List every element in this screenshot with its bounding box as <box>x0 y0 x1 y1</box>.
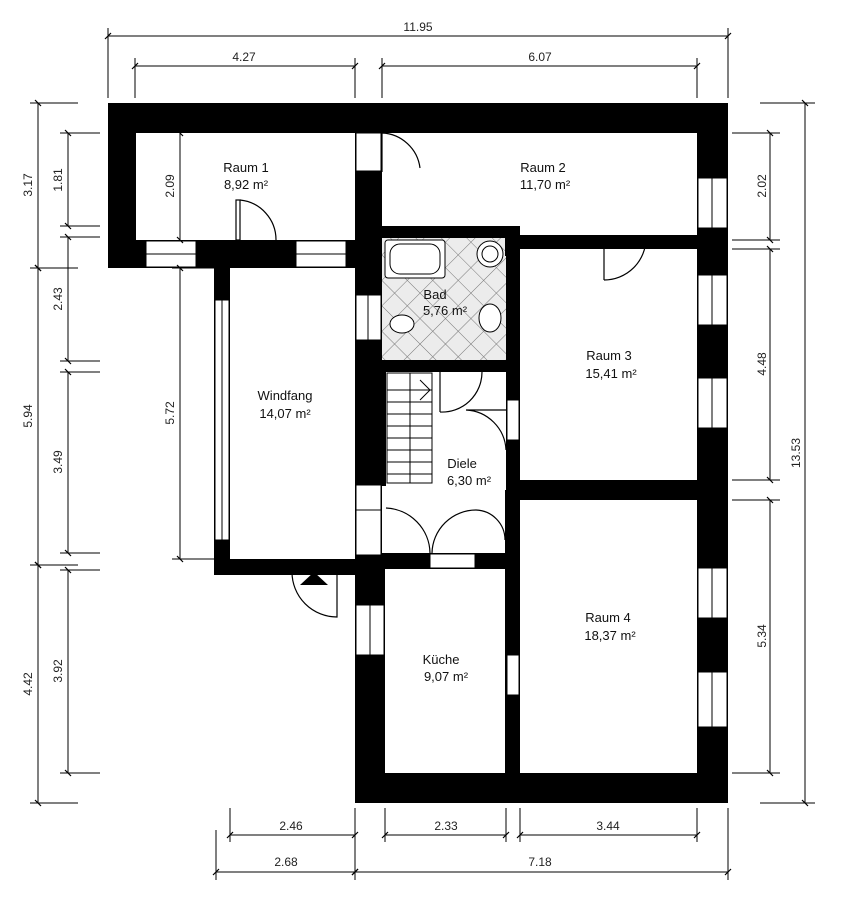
dim-left-outer-bottom: 4.42 <box>21 672 35 696</box>
dim-right-b: 4.48 <box>755 352 769 376</box>
bathroom-fixtures <box>384 239 504 334</box>
dim-left-inner-b: 2.43 <box>51 287 65 311</box>
dimension-lines <box>30 28 815 880</box>
room-labels: Raum 1 8,92 m² Raum 2 11,70 m² Bad 5,76 … <box>223 160 637 684</box>
dim-left-inner-a: 1.81 <box>51 168 65 192</box>
dim-right-a: 2.02 <box>755 174 769 198</box>
room-raum3-area: 15,41 m² <box>585 366 637 381</box>
room-bad-name: Bad <box>423 287 446 302</box>
room-raum4-name: Raum 4 <box>585 610 631 625</box>
dim-bottom-outer-left: 2.68 <box>274 855 298 869</box>
dim-right-c: 5.34 <box>755 624 769 648</box>
dim-left-inner-c: 3.49 <box>51 450 65 474</box>
dim-right-total: 13.53 <box>789 438 803 468</box>
windows <box>145 132 728 728</box>
room-raum2-area: 11,70 m² <box>520 177 571 192</box>
dimension-labels: 11.95 4.27 6.07 2.46 2.33 3.44 2.68 7.18… <box>21 20 803 869</box>
room-windfang-area: 14,07 m² <box>259 406 311 421</box>
walls <box>108 103 728 803</box>
room-raum3-name: Raum 3 <box>586 348 632 363</box>
dim-left-outer-mid: 5.94 <box>21 404 35 428</box>
room-bad-area: 5,76 m² <box>423 303 468 318</box>
doors <box>235 132 647 618</box>
room-kueche-name: Küche <box>423 652 460 667</box>
dim-raum1-height: 2.09 <box>163 174 177 198</box>
room-raum4-area: 18,37 m² <box>584 628 636 643</box>
dim-windfang-height: 5.72 <box>163 401 177 425</box>
dim-bottom-inner-mid: 2.33 <box>434 819 458 833</box>
room-kueche-area: 9,07 m² <box>424 669 469 684</box>
dim-left-inner-d: 3.92 <box>51 659 65 683</box>
room-raum1-area: 8,92 m² <box>224 177 269 192</box>
room-diele-name: Diele <box>447 456 477 471</box>
dim-bottom-outer-right: 7.18 <box>528 855 552 869</box>
room-diele-area: 6,30 m² <box>447 473 492 488</box>
room-raum1-name: Raum 1 <box>223 160 269 175</box>
room-windfang-name: Windfang <box>258 388 313 403</box>
stairs <box>386 372 433 484</box>
dim-bottom-inner-left: 2.46 <box>279 819 303 833</box>
dim-top-left: 4.27 <box>232 50 256 64</box>
dim-top-total: 11.95 <box>403 20 432 34</box>
dim-top-right: 6.07 <box>528 50 552 64</box>
dim-bottom-inner-right: 3.44 <box>596 819 620 833</box>
dim-left-outer-top: 3.17 <box>21 173 35 197</box>
room-raum2-name: Raum 2 <box>520 160 566 175</box>
